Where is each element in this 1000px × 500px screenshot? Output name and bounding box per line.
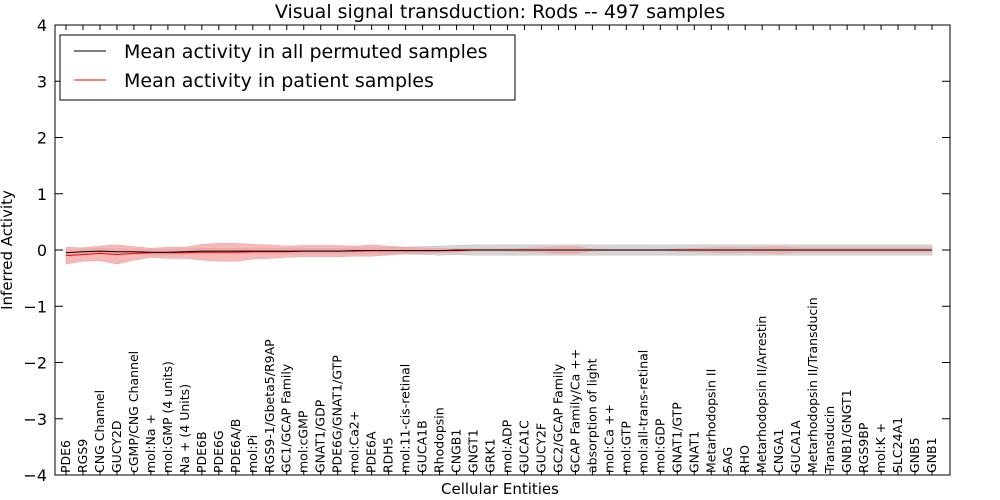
x-tick-label: RDH5 [381,437,396,473]
x-tick-label: RGS9-1/Gbeta5/R9AP [262,339,277,473]
y-tick-label: 0 [37,241,47,260]
legend-box [59,34,516,101]
x-tick-label: RGS9 [75,439,90,473]
x-tick-label: GNB1 [924,437,939,473]
x-tick-label: RHO [737,445,752,473]
x-tick-label: GC1/GCAP Family [279,363,294,473]
x-tick-label: mol:GMP (4 units) [160,361,175,473]
y-tick-label: −4 [23,466,47,485]
y-tick-label: −2 [23,354,47,373]
x-tick-label: Rhodopsin [432,407,447,473]
y-tick-label: 4 [37,16,47,35]
x-tick-label: mol:cGMP [296,410,311,473]
y-tick-label: 1 [37,185,47,204]
x-tick-label: GUCA1A [788,420,803,473]
x-tick-label: Metarhodopsin II/Arrestin [754,316,769,473]
x-tick-label: SAG [720,447,735,473]
y-axis-label: Inferred Activity [0,190,16,310]
x-tick-label: mol:all-trans-retinal [635,350,650,473]
x-tick-label: RGS9BP [856,422,871,473]
chart-title: Visual signal transduction: Rods -- 497 … [275,1,725,23]
x-tick-label: GNB1/GNGT1 [839,389,854,473]
x-tick-label: PDE6G/GNAT1/GTP [330,355,345,473]
y-tick-label: −3 [23,410,47,429]
legend-label-patient: Mean activity in patient samples [124,70,434,92]
x-tick-label: GCAP Family/Ca ++ [567,349,582,473]
x-tick-label: PDE6G [211,430,226,473]
x-tick-label: PDE6A [364,431,379,473]
x-tick-label: PDE6 [58,440,73,473]
x-tick-label: GUCA1C [517,420,532,473]
x-tick-label: mol:Ca ++ [601,404,616,473]
x-tick-label: Metarhodopsin II/Transducin [805,297,820,473]
legend-label-permuted: Mean activity in all permuted samples [124,41,487,63]
x-tick-label: GUCY2D [109,420,124,473]
x-tick-label: GNAT1/GTP [669,402,684,473]
x-tick-label: CNG Channel [92,390,107,473]
x-axis-label: Cellular Entities [441,480,559,498]
x-tick-label: GNGT1 [466,429,481,473]
x-tick-label: PDE6A/B [228,419,243,473]
x-tick-label: GNB5 [907,437,922,473]
x-tick-label: mol:ADP [500,419,515,473]
x-tick-label: CNGB1 [449,429,464,473]
x-tick-label: mol:Pi [245,435,260,473]
series-band-patient [65,243,933,265]
x-tick-label: mol:Ca2+ [347,411,362,473]
x-tick-label: absorption of light [584,358,599,473]
x-tick-label: PDE6B [194,431,209,473]
x-tick-label: GRK1 [483,438,498,473]
x-tick-label: Transducin [822,406,837,474]
legend: Mean activity in all permuted samples Me… [59,34,516,101]
x-tick-label: Na + (4 Units) [177,384,192,473]
y-axis: 4 3 2 1 0 −1 −2 −3 −4 [23,16,950,485]
x-tick-label: cGMP/CNG Channel [126,351,141,473]
x-tick-label: CNGA1 [771,429,786,473]
x-tick-label: mol:Na + [143,414,158,473]
x-tick-label: GNAT1 [686,431,701,473]
x-tick-label: mol:GDP [652,418,667,473]
x-tick-label: GNAT1/GDP [313,399,328,473]
y-tick-label: −1 [23,297,47,316]
x-tick-label: GC2/GCAP Family [550,363,565,473]
x-tick-label: mol:K + [873,423,888,473]
x-tick-label: Metarhodopsin II [703,369,718,473]
series-line-permuted [65,249,932,254]
x-tick-label: mol:GTP [618,421,633,473]
x-tick-label: SLC24A1 [890,417,905,473]
x-tick-label: GUCA1B [415,420,430,473]
x-tick-label: GUCY2F [534,423,549,473]
y-tick-label: 2 [37,129,47,148]
y-tick-label: 3 [37,72,47,91]
x-tick-label: mol:11-cis-retinal [398,364,413,473]
